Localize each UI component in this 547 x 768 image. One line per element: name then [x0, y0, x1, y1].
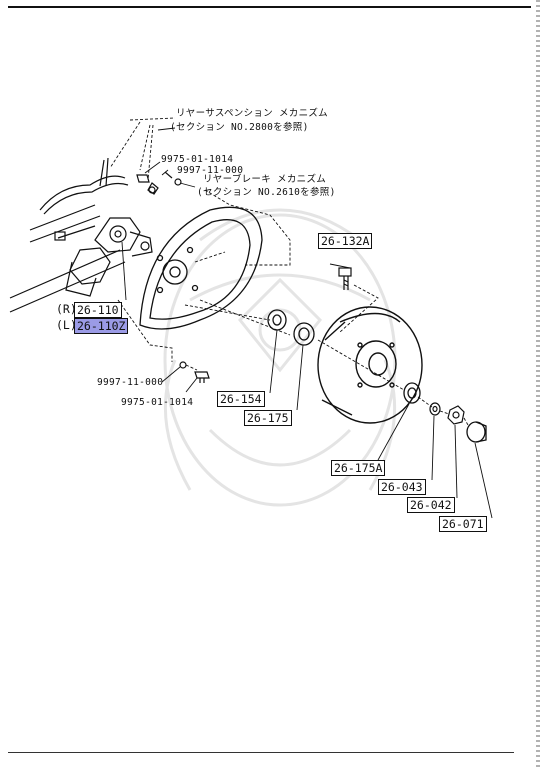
brake-ref-line1: リヤーブレーキ メカニズム: [203, 174, 327, 185]
suspension-ref-line1: リヤーサスペンション メカニズム: [176, 108, 328, 119]
side-label-left: (L): [56, 318, 77, 332]
hub-bolt-part: [338, 267, 352, 290]
hardware-code-bolt-upper: 9975-01-1014: [161, 154, 234, 165]
binding-edge: [536, 0, 540, 768]
brake-drum: [317, 306, 423, 424]
top-rule: [8, 6, 531, 8]
part-number-grease-cap[interactable]: 26-071: [439, 516, 487, 532]
hardware-code-washer-upper: 9997-11-000: [177, 165, 244, 176]
lower-hardware: [179, 361, 210, 383]
part-number-lock-nut[interactable]: 26-042: [407, 497, 455, 513]
lock-nut-part: [447, 405, 465, 425]
outer-bearing-part: [403, 382, 421, 404]
suspension-assembly: [9, 157, 153, 313]
inner-bearing-part: [293, 322, 315, 346]
hardware-code-bolt-lower: 9975-01-1014: [121, 397, 194, 408]
hardware-code-washer-lower: 9997-11-000: [97, 377, 164, 388]
upper-hardware: [136, 171, 182, 195]
watermark-emblem: [163, 208, 397, 507]
leader-lines: [109, 117, 493, 519]
grease-cap-part: [466, 421, 487, 443]
part-number-inner-bearing[interactable]: 26-175: [244, 410, 292, 426]
suspension-ref-line2: (セクション NO.2800を参照): [170, 122, 309, 133]
brake-ref-line2: (セクション NO.2610を参照): [197, 187, 336, 198]
part-number-outer-bearing[interactable]: 26-175A: [331, 460, 386, 476]
part-number-oil-seal[interactable]: 26-154: [217, 391, 265, 407]
side-label-right: (R): [56, 302, 77, 316]
part-number-knuckle-right[interactable]: 26-110: [74, 302, 122, 318]
washer-part: [429, 402, 441, 416]
bottom-rule: [8, 752, 514, 753]
backing-plate: [139, 206, 263, 330]
part-number-washer[interactable]: 26-043: [378, 479, 426, 495]
oil-seal-part: [267, 309, 287, 331]
part-number-hub-bolt[interactable]: 26-132A: [318, 233, 373, 249]
part-number-knuckle-left[interactable]: 26-110Z: [74, 318, 129, 334]
